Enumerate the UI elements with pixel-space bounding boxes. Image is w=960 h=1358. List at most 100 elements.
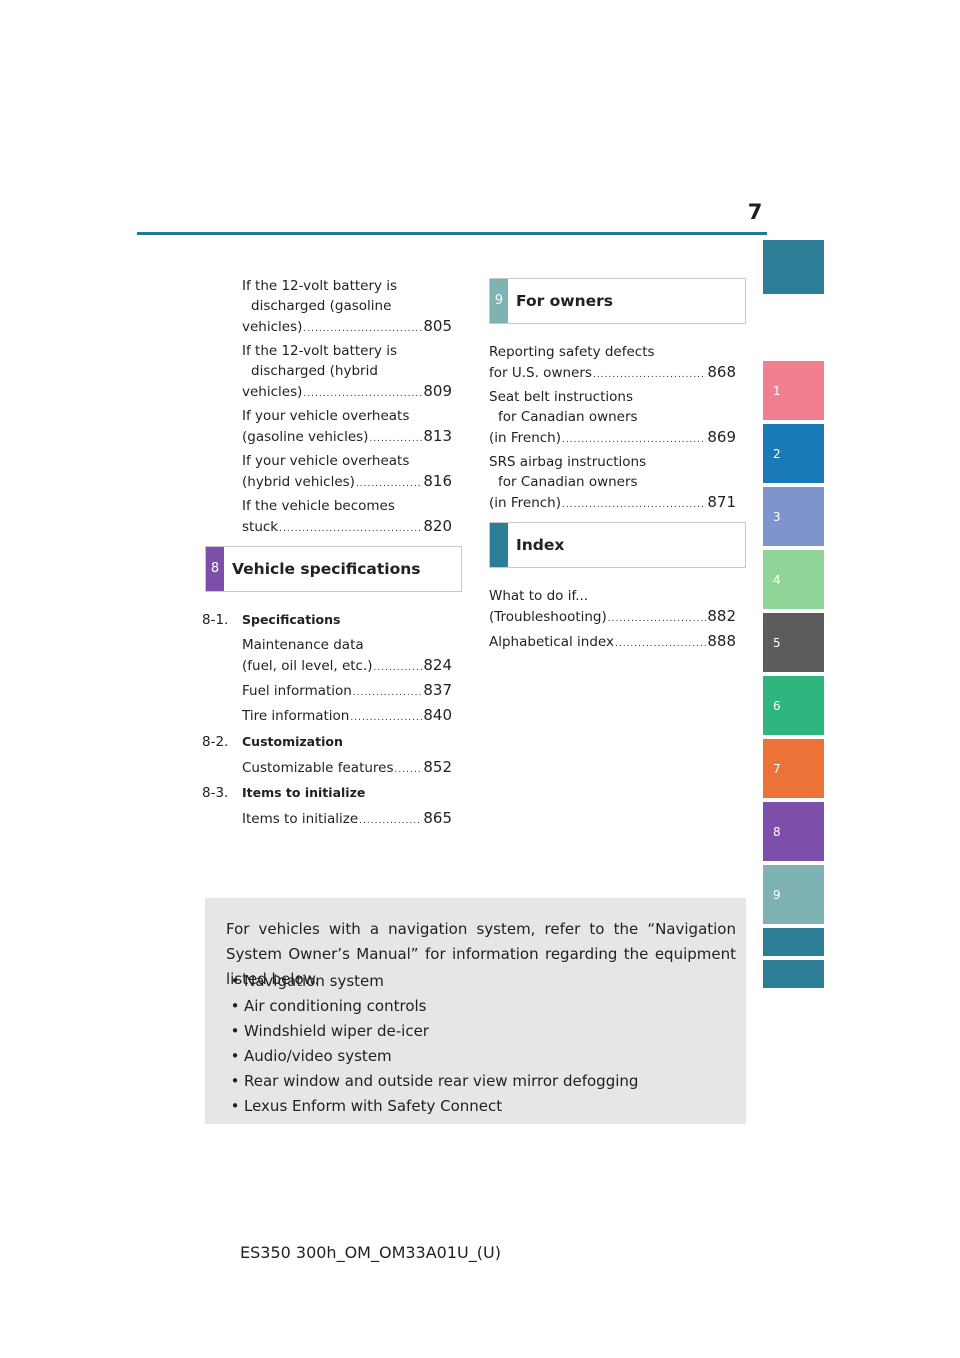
list-item: •Lexus Enform with Safety Connect xyxy=(226,1094,638,1119)
toc-entry[interactable]: If your vehicle overheats (hybrid vehicl… xyxy=(242,451,452,494)
entry-line: vehicles) xyxy=(242,319,303,335)
notice-text: For vehicles with a navigation system, r… xyxy=(226,920,736,988)
toc-entry[interactable]: If the 12-volt battery is discharged (ga… xyxy=(242,276,452,339)
navigation-notice: For vehicles with a navigation system, r… xyxy=(205,898,746,1124)
leader-dots: ........................................… xyxy=(394,765,423,775)
subsection-8-3[interactable]: 8-3.Items to initialize xyxy=(202,783,365,803)
bullet: • xyxy=(230,1047,240,1065)
chapter-tab-1[interactable]: 1 xyxy=(763,361,824,420)
subsection-8-2[interactable]: 8-2. Customization xyxy=(202,732,343,752)
list-item-text: Audio/video system xyxy=(244,1047,392,1065)
toc-entry[interactable]: Seat belt instructions for Canadian owne… xyxy=(489,387,736,450)
entry-line: for Canadian owners xyxy=(498,409,638,425)
list-item-text: Navigation system xyxy=(244,972,384,990)
list-item-text: Windshield wiper de-icer xyxy=(244,1022,429,1040)
entry-line: for U.S. owners xyxy=(489,365,592,381)
leader-dots: ........................................… xyxy=(352,688,423,698)
chapter-tab-8[interactable]: 8 xyxy=(763,802,824,861)
entry-last-line: Fuel information........................… xyxy=(242,680,452,703)
page-ref: 865 xyxy=(423,809,452,827)
page-ref: 809 xyxy=(423,382,452,400)
chapter-tab-6[interactable]: 6 xyxy=(763,676,824,735)
chapter-tab-2[interactable]: 2 xyxy=(763,424,824,483)
entry-last-line: for U.S. owners.........................… xyxy=(489,362,736,385)
entry-line: If the 12-volt battery is xyxy=(242,343,398,359)
chapter-tab-5[interactable]: 5 xyxy=(763,613,824,672)
bullet: • xyxy=(230,997,240,1015)
list-item: •Air conditioning controls xyxy=(226,994,638,1019)
chapter-tab-0[interactable] xyxy=(763,240,824,294)
entry-line: Maintenance data xyxy=(242,637,364,653)
chapter-tab-11[interactable] xyxy=(763,960,824,988)
toc-entry[interactable]: Tire information........................… xyxy=(242,705,452,728)
leader-dots: ........................................… xyxy=(607,614,707,624)
entry-last-line: (hybrid vehicles).......................… xyxy=(242,471,452,494)
entry-line: Seat belt instructions xyxy=(489,389,633,405)
index-header[interactable]: Index xyxy=(489,522,746,568)
section-number: 9 xyxy=(490,279,508,323)
subsection-code: 8-2. xyxy=(202,734,229,750)
tab-number: 3 xyxy=(773,509,781,524)
section-number xyxy=(490,523,508,567)
section-8-header[interactable]: 8 Vehicle specifications xyxy=(205,546,462,592)
entry-line: discharged (gasoline xyxy=(251,298,392,314)
toc-entry[interactable]: Maintenance data (fuel, oil level, etc.)… xyxy=(242,635,452,678)
page-ref: 882 xyxy=(707,607,736,625)
entry-line: Fuel information xyxy=(242,683,352,699)
entry-line: (in French) xyxy=(489,495,562,511)
tab-number: 7 xyxy=(773,761,781,776)
chapter-tab-7[interactable]: 7 xyxy=(763,739,824,798)
entry-line: If your vehicle overheats xyxy=(242,453,410,469)
toc-entry[interactable]: Customizable features...................… xyxy=(242,757,452,780)
footer-doc-code: ES350 300h_OM_OM33A01U_(U) xyxy=(240,1243,501,1262)
tab-number: 4 xyxy=(773,572,781,587)
list-item-text: Lexus Enform with Safety Connect xyxy=(244,1097,503,1115)
entry-last-line: Alphabetical index......................… xyxy=(489,631,736,654)
page-ref: 824 xyxy=(423,656,452,674)
leader-dots: ........................................… xyxy=(359,816,423,826)
leader-dots: ........................................… xyxy=(592,370,706,380)
toc-entry[interactable]: If your vehicle overheats (gasoline vehi… xyxy=(242,406,452,449)
toc-entry[interactable]: Alphabetical index......................… xyxy=(489,631,736,654)
list-item: •Rear window and outside rear view mirro… xyxy=(226,1069,639,1094)
toc-entry[interactable]: Reporting safety defects for U.S. owners… xyxy=(489,342,736,385)
toc-entry[interactable]: If the vehicle becomes stuck............… xyxy=(242,496,452,539)
toc-entry[interactable]: If the 12-volt battery is discharged (hy… xyxy=(242,341,452,404)
tab-number: 8 xyxy=(773,824,781,839)
entry-line: Tire information xyxy=(242,708,350,724)
page-ref: 869 xyxy=(707,428,736,446)
leader-dots: ........................................… xyxy=(279,524,422,534)
page-ref: 805 xyxy=(423,317,452,335)
chapter-tab-10[interactable] xyxy=(763,928,824,956)
toc-entry[interactable]: What to do if... (Troubleshooting)......… xyxy=(489,586,736,629)
entry-last-line: stuck...................................… xyxy=(242,516,452,539)
chapter-tab-4[interactable]: 4 xyxy=(763,550,824,609)
entry-line: (Troubleshooting) xyxy=(489,609,607,625)
list-item: •Audio/video system xyxy=(226,1044,638,1069)
toc-entry[interactable]: Items to initialize.....................… xyxy=(242,808,452,831)
page-ref: 852 xyxy=(423,758,452,776)
subsection-8-1[interactable]: 8-1.Specifications xyxy=(202,610,340,630)
list-item-text: Air conditioning controls xyxy=(244,997,427,1015)
entry-line: for Canadian owners xyxy=(498,474,638,490)
entry-line: vehicles) xyxy=(242,384,303,400)
bullet: • xyxy=(230,1097,240,1115)
leader-dots: ........................................… xyxy=(303,389,422,399)
tab-number: 6 xyxy=(773,698,781,713)
subsection-name: Customization xyxy=(242,734,343,749)
entry-last-line: vehicles)...............................… xyxy=(242,381,452,404)
entry-last-line: (gasoline vehicles).....................… xyxy=(242,426,452,449)
toc-entry[interactable]: Fuel information........................… xyxy=(242,680,452,703)
subsection-code: 8-3. xyxy=(202,785,229,801)
section-9-header[interactable]: 9 For owners xyxy=(489,278,746,324)
page-ref: 816 xyxy=(423,472,452,490)
leader-dots: ........................................… xyxy=(614,639,706,649)
leader-dots: ........................................… xyxy=(373,663,423,673)
chapter-tab-9[interactable]: 9 xyxy=(763,865,824,924)
toc-entry[interactable]: SRS airbag instructions for Canadian own… xyxy=(489,452,736,515)
entry-line: (hybrid vehicles) xyxy=(242,474,355,490)
page-ref: 840 xyxy=(423,706,452,724)
tab-number: 2 xyxy=(773,446,781,461)
entry-last-line: (Troubleshooting).......................… xyxy=(489,606,736,629)
chapter-tab-3[interactable]: 3 xyxy=(763,487,824,546)
